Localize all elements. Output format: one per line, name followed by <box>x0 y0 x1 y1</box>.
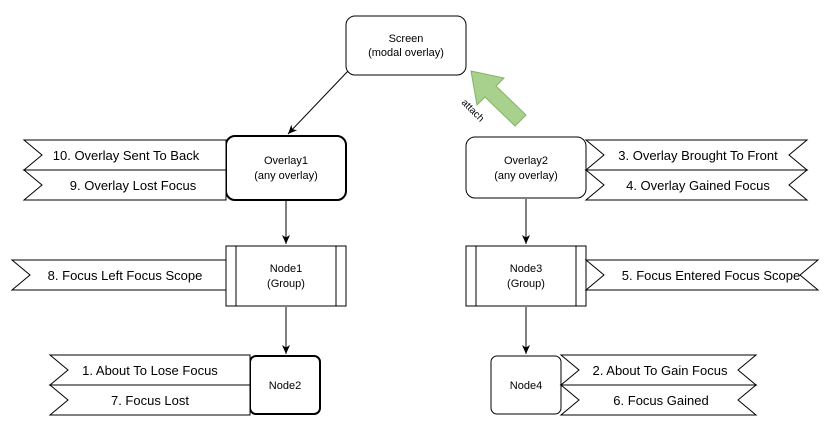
node-node1-title: Node1 <box>270 263 302 275</box>
node-node2-title: Node2 <box>269 380 301 392</box>
event-about-to-lose-focus: 1. About To Lose Focus <box>48 354 251 386</box>
node-screen[interactable]: Screen (modal overlay) <box>345 15 467 76</box>
node-screen-title: Screen <box>389 33 424 45</box>
node-node1[interactable]: Node1 (Group) <box>225 245 347 307</box>
event-overlay-lost-focus: 9. Overlay Lost Focus <box>22 169 227 201</box>
event-overlay-gained-focus-label: 4. Overlay Gained Focus <box>626 178 770 193</box>
node-overlay1-title: Overlay1 <box>264 155 308 167</box>
edge-screen-overlay1 <box>287 70 349 135</box>
node-overlay2-title: Overlay2 <box>504 155 548 167</box>
event-about-to-gain-focus-label: 2. About To Gain Focus <box>593 363 728 378</box>
node-node1-subtitle: (Group) <box>267 278 305 290</box>
event-focus-lost-label: 7. Focus Lost <box>111 393 189 408</box>
event-focus-entered-scope: 5. Focus Entered Focus Scope <box>584 259 820 291</box>
attach-arrow: attach <box>459 70 527 127</box>
event-about-to-gain-focus: 2. About To Gain Focus <box>559 354 758 386</box>
node-node3-title: Node3 <box>510 263 542 275</box>
event-overlay-brought-to-front: 3. Overlay Brought To Front <box>584 139 809 171</box>
node-screen-subtitle: (modal overlay) <box>368 47 444 59</box>
event-overlay-lost-focus-label: 9. Overlay Lost Focus <box>70 178 197 193</box>
event-focus-entered-scope-label: 5. Focus Entered Focus Scope <box>622 268 800 283</box>
event-overlay-gained-focus: 4. Overlay Gained Focus <box>584 169 809 201</box>
node-node4-title: Node4 <box>510 380 542 392</box>
node-node2[interactable]: Node2 <box>249 355 321 415</box>
event-callouts-left: 10. Overlay Sent To Back 9. Overlay Lost… <box>10 139 251 416</box>
attach-label: attach <box>459 97 486 124</box>
event-focus-gained: 6. Focus Gained <box>559 384 758 416</box>
node-node3[interactable]: Node3 (Group) <box>465 245 587 307</box>
event-callouts-right: 3. Overlay Brought To Front 4. Overlay G… <box>559 139 820 416</box>
event-focus-left-scope-label: 8. Focus Left Focus Scope <box>48 268 203 283</box>
node-node3-subtitle: (Group) <box>507 278 545 290</box>
node-overlay1-subtitle: (any overlay) <box>254 170 318 182</box>
connectors <box>282 70 530 354</box>
node-node4[interactable]: Node4 <box>490 355 562 415</box>
event-focus-gained-label: 6. Focus Gained <box>613 393 708 408</box>
event-overlay-brought-to-front-label: 3. Overlay Brought To Front <box>618 148 778 163</box>
node-overlay2[interactable]: Overlay2 (any overlay) <box>465 136 587 199</box>
node-overlay1[interactable]: Overlay1 (any overlay) <box>225 135 347 201</box>
event-overlay-sent-to-back-label: 10. Overlay Sent To Back <box>53 148 200 163</box>
event-about-to-lose-focus-label: 1. About To Lose Focus <box>82 363 218 378</box>
event-focus-left-scope: 8. Focus Left Focus Scope <box>10 259 227 291</box>
attach-arrow-shape <box>470 70 527 127</box>
node-overlay2-subtitle: (any overlay) <box>494 170 558 182</box>
event-overlay-sent-to-back: 10. Overlay Sent To Back <box>22 139 227 171</box>
event-focus-lost: 7. Focus Lost <box>48 384 251 416</box>
